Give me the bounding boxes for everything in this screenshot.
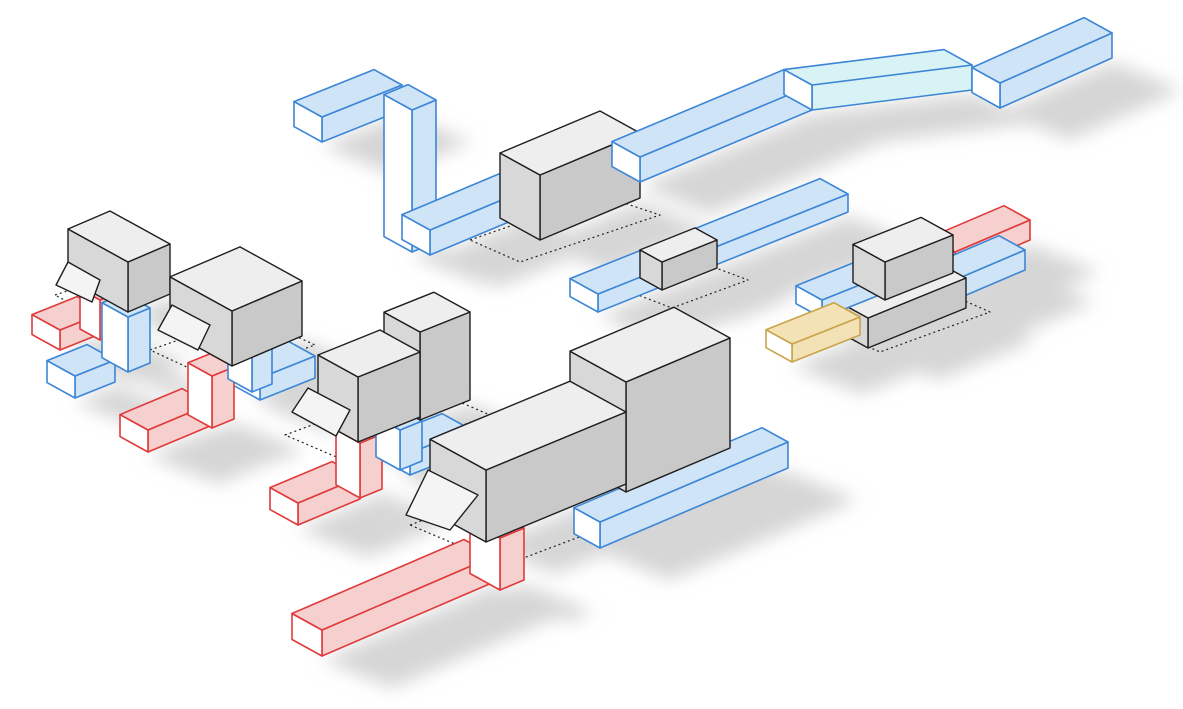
unit-right-upper-top-face [852,216,954,263]
duct-top-bend-2-shadow [1000,62,1182,140]
duct-right-outdoor-air-top-face [765,301,861,345]
duct-unit2-return-riser [187,352,235,429]
ahu-top-shadow [540,202,710,272]
duct-top-main-shadow [640,114,882,214]
duct-unit4-return-riser-shadow [500,584,594,622]
duct-unit4-return [291,538,495,657]
fan-middle-top-face [639,227,718,263]
duct-top-bend-1 [783,48,973,111]
duct-unit4-supply [573,426,789,549]
hood-unit-3 [291,387,351,437]
duct-top-left-horizontal [293,68,403,143]
ahu-top-top-face [499,110,641,176]
unit-4-fan-top-face [429,380,627,471]
duct-top-bend-2 [971,16,1113,109]
hood-unit-1 [55,261,101,303]
unit-3-fan [317,329,421,443]
duct-unit4-supply-shadow [600,472,858,580]
duct-top-lower-horizontal-shadow [430,217,600,287]
duct-top-left-horizontal-top-face [293,68,403,118]
duct-unit2-return-shadow [148,430,280,484]
duct-unit4-supply-top-face [573,426,789,523]
unit-right-upper [852,216,954,301]
duct-top-bend-2-top-face [971,16,1113,84]
duct-unit4-return-top-face [291,538,495,631]
hood-unit-4 [405,469,479,531]
fan-middle [639,227,718,291]
footprint-fan-middle [624,261,749,309]
fan-middle-shadow [662,272,787,322]
duct-unit3-return-shadow [298,503,430,557]
unit-4-coil-top-face [569,306,731,383]
unit-2-top-face [169,246,303,312]
duct-unit1-supply-riser-front-face [127,307,151,373]
duct-unit4-return-shadow [322,586,564,688]
duct-unit1-supply-top-face [46,343,116,377]
duct-unit2-return-riser-shadow [212,423,304,460]
duct-top-bend-1-top-face [783,48,973,86]
unit-3-fan-top-face [317,329,421,378]
duct-top-riser-top-face [383,83,437,111]
unit-1-top-face [67,210,171,263]
duct-right-outdoor-air-shadow [792,339,930,394]
duct-top-bend-1-shadow [812,94,1042,142]
duct-unit1-supply [46,343,116,399]
duct-right-outdoor-air [765,301,861,363]
hood-unit-2 [157,304,211,351]
unit-3-coil-top-face [383,291,471,333]
duct-objects [31,16,1113,657]
